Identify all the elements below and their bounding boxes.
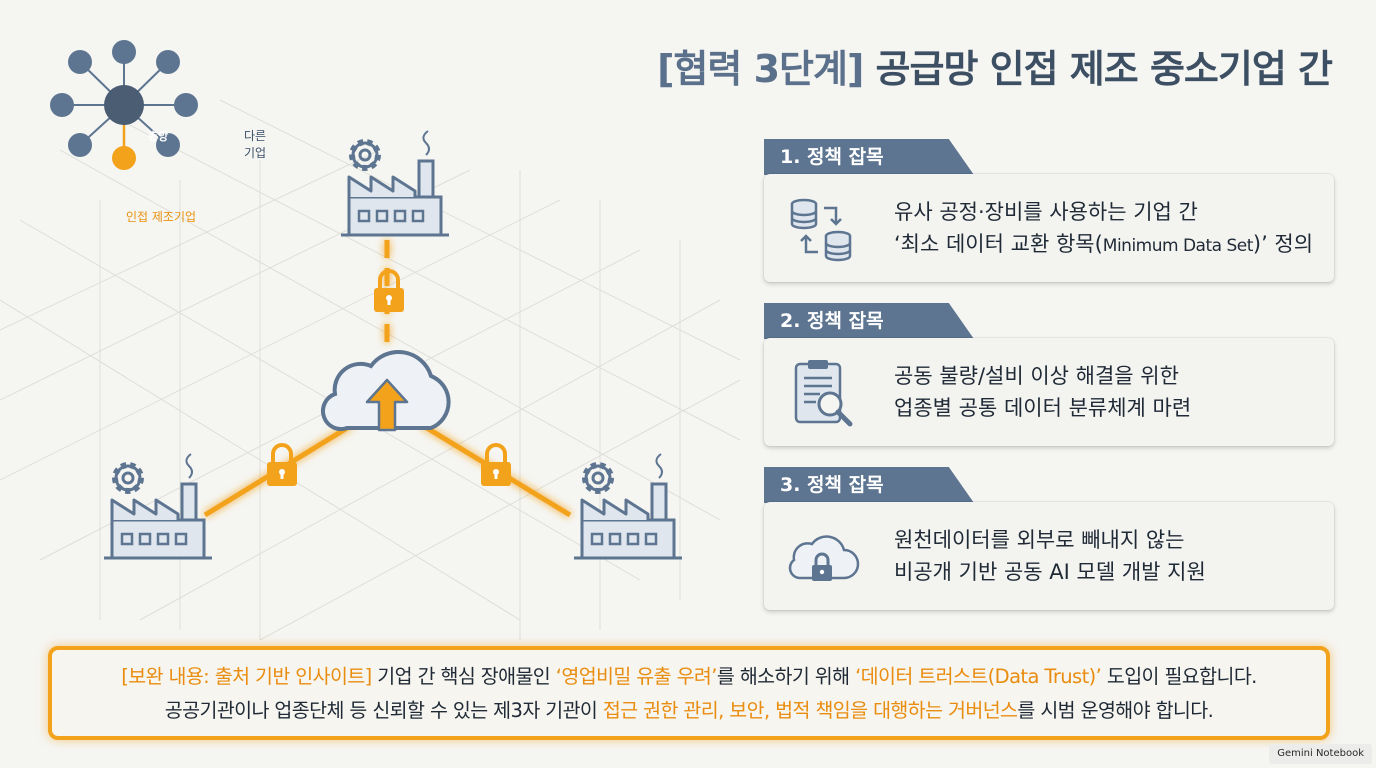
policy-1-tab: 1. 정책 잡목 [764,139,974,175]
callout-line-2: 공공기관이나 업종단체 등 신뢰할 수 있는 제3자 기관이 접근 권한 관리,… [164,699,1214,722]
clipboard-search-icon [794,360,853,427]
policy-2-text: 공동 불량/설비 이상 해결을 위한 업종별 공통 데이터 분류체계 마련 [894,360,1191,424]
cloud-lock-icon [788,535,860,581]
network-legend: 총앙 다른 기업 인접 제조기업 [40,30,280,224]
title-main: 공급망 인접 제조 중소기업 간 [875,47,1333,91]
legend-center-label: 총앙 [148,130,169,143]
database-exchange-icon [790,198,852,262]
factory-top-icon [341,131,449,235]
lock-left-icon [265,443,299,488]
factory-right-icon [574,454,682,558]
policy-3-line1: 원천데이터를 외부로 빼내지 않는 [894,528,1185,552]
legend-adjacent-label: 인접 제조기업 [126,210,197,224]
policy-2-card: 공동 불량/설비 이상 해결을 위한 업종별 공통 데이터 분류체계 마련 [764,338,1334,446]
title-stage: [협력 3단계] [657,47,864,91]
callout-line-1: [보완 내용: 출처 기반 인사이트] 기업 간 핵심 장애물인 ‘영업비밀 유… [121,665,1257,688]
policy-3-text: 원천데이터를 외부로 빼내지 않는 비공개 기반 공동 AI 모델 개발 지원 [894,524,1206,588]
policy-1-text: 유사 공정·장비를 사용하는 기업 간 ‘최소 데이터 교환 항목(Minimu… [894,196,1313,262]
policy-3-line2: 비공개 기반 공동 AI 모델 개발 지원 [894,560,1206,584]
policy-3-card: 원천데이터를 외부로 빼내지 않는 비공개 기반 공동 AI 모델 개발 지원 [764,502,1334,610]
policy-3-tab: 3. 정책 잡목 [764,467,974,503]
collaboration-diagram [0,0,760,640]
policy-1-line2: ‘최소 데이터 교환 항목(Minimum Data Set)’ 정의 [894,232,1314,256]
gemini-notebook-badge: Gemini Notebook [1269,744,1372,764]
policy-1-line1: 유사 공정·장비를 사용하는 기업 간 [894,200,1198,224]
legend-other-label: 다른 기업 [244,129,267,160]
network-legend-graphic [50,40,198,170]
page-title: [협력 3단계] 공급망 인접 제조 중소기업 간 [657,38,1333,93]
policy-2-tab: 2. 정책 잡목 [764,303,974,339]
cloud-upload-icon [321,350,451,432]
lock-right-icon [479,443,513,488]
factory-left-icon [104,454,212,558]
policy-2-line1: 공동 불량/설비 이상 해결을 위한 [894,364,1179,388]
policy-1-card: 유사 공정·장비를 사용하는 기업 간 ‘최소 데이터 교환 항목(Minimu… [764,174,1334,282]
policy-2-line2: 업종별 공통 데이터 분류체계 마련 [894,396,1192,420]
insight-callout: [보완 내용: 출처 기반 인사이트] 기업 간 핵심 장애물인 ‘영업비밀 유… [48,646,1330,740]
